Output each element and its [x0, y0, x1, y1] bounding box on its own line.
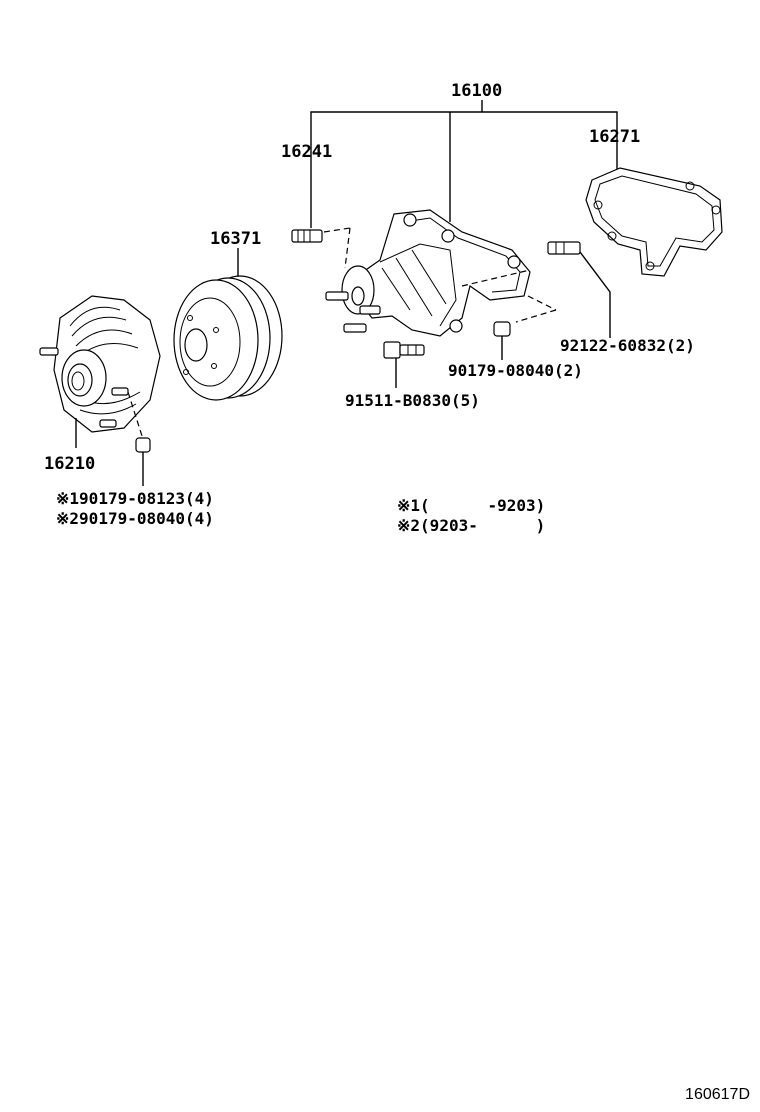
water-pump	[325, 209, 557, 337]
diagram-code: 160617D	[685, 1086, 750, 1103]
pulley-16371	[173, 248, 283, 401]
legend-mark: ※2	[397, 516, 421, 535]
nut-90179-fan	[135, 437, 151, 486]
fan-nut-line-2[interactable]: ※290179-08040(4)	[56, 510, 214, 528]
fan-nut-part: 90179-08123(4)	[79, 489, 214, 508]
nut-90179-pump	[493, 321, 511, 360]
callout-90179-pump[interactable]: 90179-08040(2)	[448, 361, 583, 380]
fan-nut-part: 90179-08040(4)	[79, 509, 214, 528]
legend-range: ( -9203)	[420, 496, 546, 515]
stud-bolt-92122	[547, 241, 611, 338]
fan-nut-mark: ※2	[56, 509, 80, 528]
fan-nut-line-1[interactable]: ※190179-08123(4)	[56, 490, 214, 508]
callout-92122[interactable]: 92122-60832(2)	[560, 336, 695, 355]
callout-16371[interactable]: 16371	[210, 229, 262, 249]
legend-line-2: ※2(9203- )	[397, 517, 545, 535]
legend-mark: ※1	[397, 496, 421, 515]
fan-nut-mark: ※1	[56, 489, 80, 508]
callout-16100[interactable]: 16100	[451, 81, 503, 101]
gasket-16271	[585, 162, 723, 277]
fan-clutch-16210	[39, 295, 161, 448]
callout-91511[interactable]: 91511-B0830(5)	[345, 391, 480, 410]
callout-16271[interactable]: 16271	[589, 127, 641, 147]
stud-16241	[291, 160, 351, 269]
bolt-91511	[383, 341, 425, 388]
legend-line-1: ※1( -9203)	[397, 497, 545, 515]
legend-range: (9203- )	[420, 516, 546, 535]
assembly-bracket	[310, 100, 618, 222]
callout-16241[interactable]: 16241	[281, 142, 333, 162]
callout-16210[interactable]: 16210	[44, 454, 96, 474]
